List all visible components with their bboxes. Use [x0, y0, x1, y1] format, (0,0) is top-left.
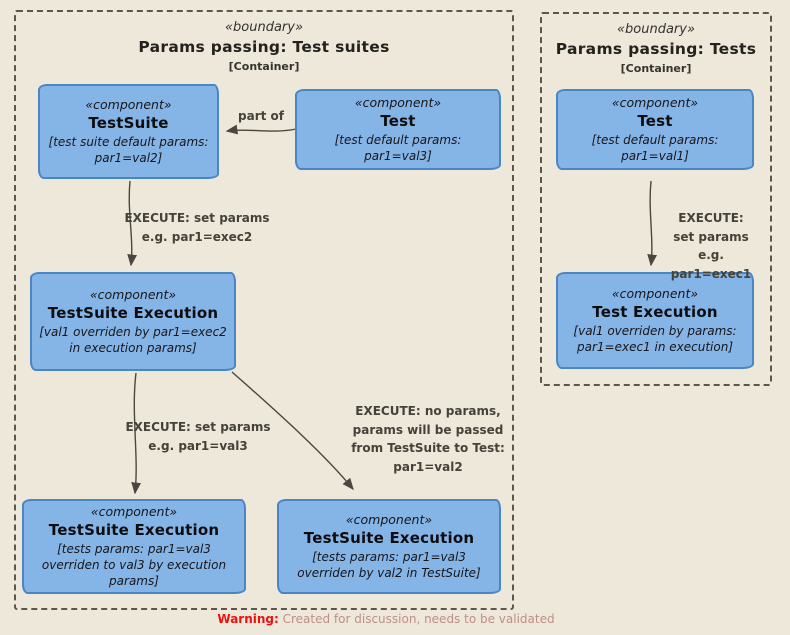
- component-test-right: «component» Test [test default params: p…: [556, 89, 754, 170]
- boundary-tests-header: «boundary» Params passing: Tests [Contai…: [542, 14, 770, 75]
- component-test-execution: «component» Test Execution [val1 overrid…: [556, 272, 754, 369]
- component-description: [tests params: par1=val3 overriden to va…: [41, 541, 227, 589]
- component-description: [val1 overriden by params: par1=exec1 in…: [573, 323, 737, 354]
- component-description: [test default params: par1=val3]: [334, 132, 462, 163]
- component-description: [test default params: par1=val1]: [591, 132, 719, 163]
- component-name: TestSuite Execution: [303, 528, 475, 547]
- component-testsuite-execution: «component» TestSuite Execution [val1 ov…: [30, 272, 236, 371]
- component-testsuite: «component» TestSuite [test suite defaul…: [38, 84, 219, 179]
- edge-label-execute-exec2: EXECUTE: set params e.g. par1=exec2: [124, 211, 270, 244]
- boundary-stereotype: «boundary»: [617, 22, 695, 37]
- component-name: TestSuite Execution: [48, 520, 220, 539]
- component-name: TestSuite: [88, 113, 169, 132]
- boundary-subtitle: [Container]: [620, 62, 692, 75]
- boundary-title: Params passing: Test suites: [138, 38, 390, 56]
- component-description: [tests params: par1=val3 overriden by va…: [297, 549, 481, 580]
- edge-label-execute-no-params: EXECUTE: no params, params will be passe…: [351, 404, 505, 474]
- component-stereotype: «component»: [354, 94, 442, 110]
- component-stereotype: «component»: [345, 511, 433, 527]
- boundary-stereotype: «boundary»: [225, 20, 303, 35]
- boundary-title: Params passing: Tests: [555, 40, 757, 58]
- component-description: [val1 overriden by par1=exec2 in executi…: [39, 324, 227, 355]
- component-stereotype: «component»: [90, 503, 178, 519]
- footer-warning-label: Warning:: [217, 612, 279, 626]
- component-stereotype: «component»: [611, 285, 699, 301]
- component-name: Test: [637, 111, 673, 130]
- component-test-left: «component» Test [test default params: p…: [295, 89, 501, 170]
- edge-label-execute-val3: EXECUTE: set params e.g. par1=val3: [125, 420, 271, 453]
- component-name: Test: [380, 111, 416, 130]
- component-stereotype: «component»: [85, 96, 172, 112]
- component-testsuite-execution-left: «component» TestSuite Execution [tests p…: [22, 499, 246, 594]
- boundary-test-suites-header: «boundary» Params passing: Test suites […: [16, 12, 512, 73]
- boundary-tests: «boundary» Params passing: Tests [Contai…: [540, 12, 772, 386]
- component-testsuite-execution-right: «component» TestSuite Execution [tests p…: [277, 499, 501, 594]
- edge-label-part-of: part of: [238, 109, 284, 123]
- component-description: [test suite default params: par1=val2]: [48, 134, 209, 165]
- component-name: Test Execution: [592, 302, 718, 321]
- component-stereotype: «component»: [611, 94, 699, 110]
- component-name: TestSuite Execution: [47, 303, 219, 322]
- edge-label-execute-exec1: EXECUTE: set params e.g. par1=exec1: [670, 211, 752, 281]
- footer-warning: Warning: Created for discussion, needs t…: [217, 612, 554, 626]
- footer-warning-text: Created for discussion, needs to be vali…: [278, 612, 555, 626]
- boundary-test-suites: «boundary» Params passing: Test suites […: [14, 10, 514, 610]
- boundary-subtitle: [Container]: [228, 60, 300, 73]
- component-stereotype: «component»: [89, 286, 177, 302]
